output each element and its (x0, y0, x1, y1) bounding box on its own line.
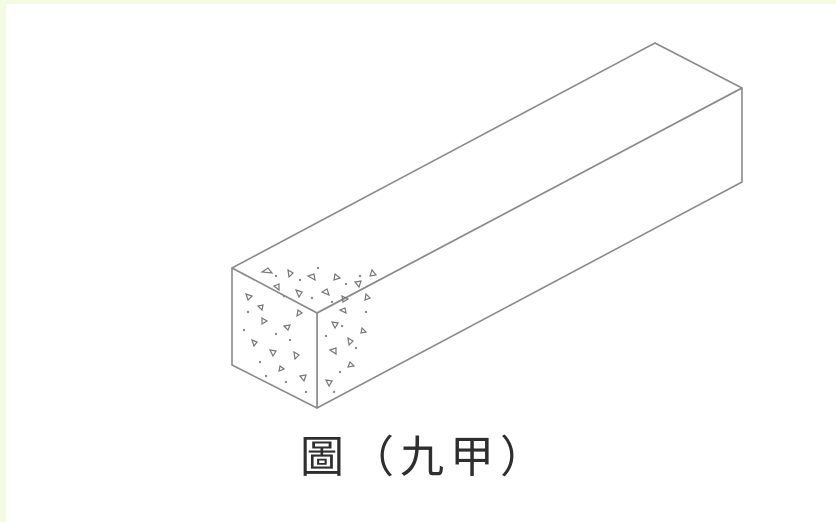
beam-top-face (231, 42, 743, 314)
beam-side-face (316, 87, 743, 409)
aggregate-texture (245, 267, 378, 388)
figure-caption: 圖（九甲） (300, 432, 550, 483)
frame-top-border (0, 0, 836, 4)
frame-left-border (0, 0, 6, 522)
sand-dots (242, 266, 368, 394)
beam-end-face (231, 267, 318, 409)
